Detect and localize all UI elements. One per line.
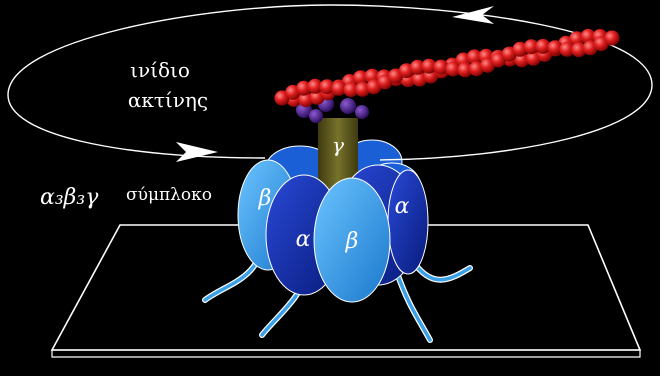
bottom-border [0, 376, 672, 387]
right-border [660, 0, 672, 387]
alpha-right-label: α [395, 194, 410, 219]
actin-bead [605, 31, 620, 46]
alpha-right-subunit [388, 170, 428, 274]
alpha-front-label: α [296, 227, 311, 252]
actin-label-line1: ινίδιο [130, 58, 190, 82]
complex-formula-label: α₃β₃γ [40, 185, 99, 210]
actin-label-line2: ακτίνης [128, 88, 208, 112]
beta-left-label: β [258, 186, 272, 211]
beta-front-label: β [345, 229, 359, 254]
complex-word-label: σύμπλοκο [126, 185, 212, 205]
gamma-label: γ [332, 133, 344, 157]
